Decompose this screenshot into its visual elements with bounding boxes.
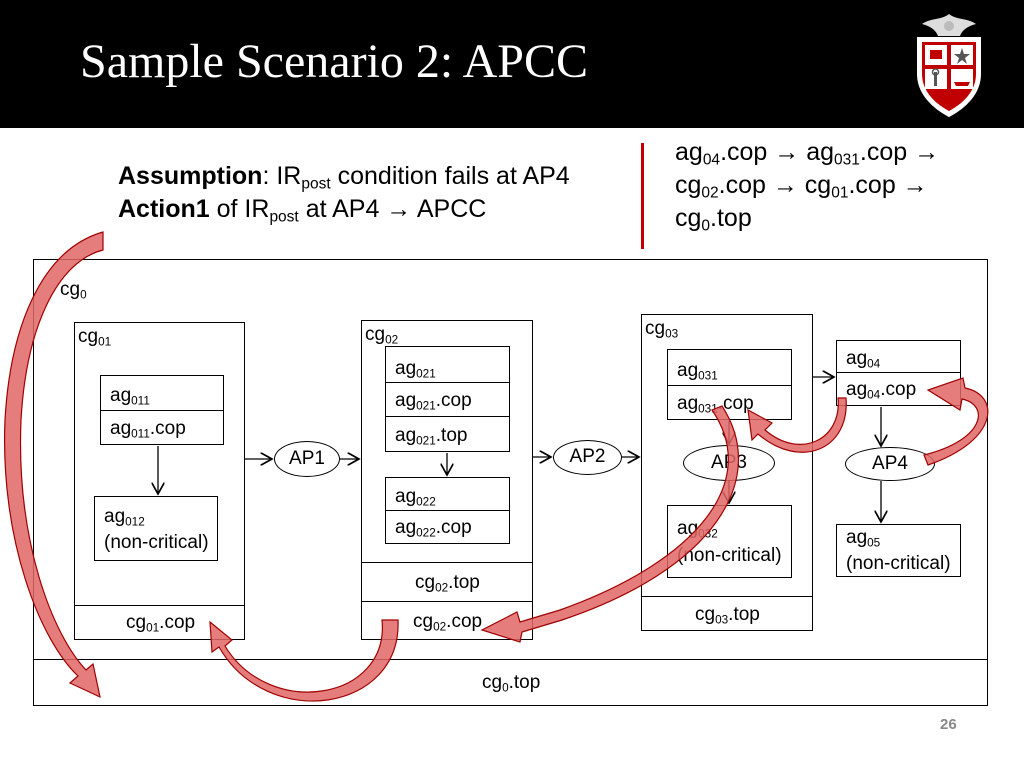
- ag021-label: ag021: [395, 358, 436, 381]
- recovery-arrow-1: [923, 377, 989, 466]
- ag012-note: (non-critical): [104, 532, 209, 553]
- ag012-box: [94, 496, 218, 561]
- university-seal-icon: [917, 14, 981, 118]
- cg01-cop-label: cg01.cop: [126, 612, 196, 635]
- ag032-box: [667, 505, 792, 578]
- ag011-cop-label: ag011.cop: [110, 418, 186, 441]
- ap1-node: AP1: [274, 441, 340, 477]
- ag021-cop-label: ag021.cop: [395, 390, 472, 413]
- cg0-label: cg0: [60, 279, 87, 302]
- ag022-cop-box: [385, 510, 510, 544]
- chain-line-2: cg02.cop → cg01.cop →: [675, 171, 928, 202]
- ag012-label: ag012: [104, 506, 145, 529]
- cg02-cop-label: cg02.cop: [413, 611, 483, 634]
- ap2-node: AP2: [553, 440, 622, 475]
- ag05-note: (non-critical): [846, 553, 951, 574]
- ag04-label: ag04: [846, 348, 881, 371]
- ag04-cop-label: ag04.cop: [846, 379, 917, 402]
- ag05-label: ag05: [846, 527, 881, 550]
- slide-title: Sample Scenario 2: APCC: [80, 35, 588, 88]
- ag031-cop-label: ag031.cop: [677, 393, 754, 416]
- recovery-arrow-4: [209, 619, 399, 702]
- recovery-arrow-2: [747, 397, 847, 453]
- ag05-box: [836, 524, 961, 577]
- ag011-label: ag011: [110, 385, 150, 408]
- cg0-top-label: cg0.top: [482, 672, 541, 695]
- cg02-top-box: [361, 562, 533, 602]
- cg02-top-label: cg02.top: [415, 572, 480, 595]
- ag022-label: ag022: [395, 486, 436, 509]
- recovery-chain: ag04.cop → ag031.cop → cg02.cop → cg01.c…: [675, 136, 939, 235]
- ag022-cop-label: ag022.cop: [395, 517, 472, 540]
- cg03-top-box: [641, 596, 813, 631]
- assumption-line: Assumption: IRpost condition fails at AP…: [118, 162, 570, 193]
- cg0-top-box: [33, 659, 988, 706]
- ag031-label: ag031: [677, 360, 718, 383]
- ag032-note: (non-critical): [677, 545, 782, 566]
- cg03-top-label: cg03.top: [695, 604, 760, 627]
- ag021-top-label: ag021.top: [395, 425, 468, 448]
- cg02-label: cg02: [365, 324, 399, 347]
- assumption-text: Assumption: IRpost condition fails at AP…: [118, 160, 570, 226]
- cg03-label: cg03: [645, 318, 679, 341]
- title-bar: Sample Scenario 2: APCC: [0, 0, 1024, 128]
- chain-line-1: ag04.cop → ag031.cop →: [675, 138, 940, 169]
- action-line: Action1 of IRpost at AP4 → APCC: [118, 195, 487, 226]
- ap4-node: AP4: [845, 447, 935, 481]
- separator-line: [641, 143, 644, 249]
- ag021-cop-box: [385, 382, 510, 417]
- page-number: 26: [940, 716, 957, 733]
- recovery-arrow-5: [3, 231, 104, 699]
- ag011-cop-box: [100, 410, 224, 445]
- chain-line-3: cg0.top: [675, 204, 752, 235]
- recovery-arrow-3: [480, 405, 739, 643]
- cg01-label: cg01: [78, 326, 112, 349]
